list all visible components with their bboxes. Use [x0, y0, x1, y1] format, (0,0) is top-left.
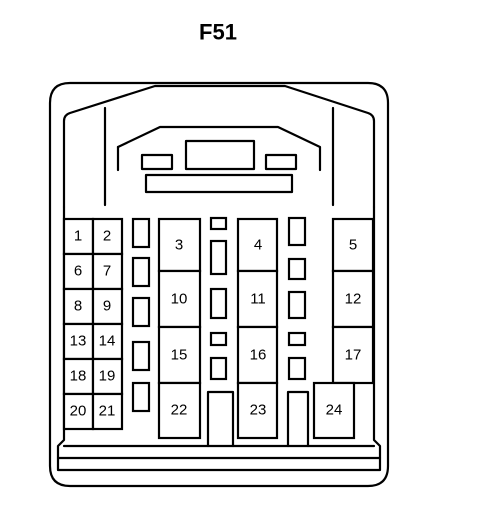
terminal-21	[91, 392, 124, 431]
terminal-label-3: 3	[175, 237, 183, 254]
empty-cavities	[131, 216, 307, 413]
terminal-label-5: 5	[349, 237, 357, 254]
terminal-labels: 1 2 3 4 5 6 7 8 9 10 11 12 13 14 15 16 1…	[70, 228, 362, 420]
terminal-label-15: 15	[171, 347, 188, 364]
terminal-12	[331, 269, 375, 329]
terminal-label-12: 12	[345, 291, 362, 308]
terminal-label-2: 2	[103, 228, 111, 245]
terminal-label-20: 20	[70, 403, 87, 420]
terminal-label-17: 17	[345, 347, 362, 364]
terminal-label-10: 10	[171, 291, 188, 308]
terminal-14	[91, 322, 124, 361]
terminal-label-16: 16	[250, 347, 267, 364]
terminal-label-1: 1	[74, 228, 82, 245]
connector-housing	[48, 81, 390, 488]
terminal-grid	[62, 217, 375, 440]
terminal-label-13: 13	[70, 333, 87, 350]
terminal-label-23: 23	[250, 402, 267, 419]
terminal-24	[312, 381, 356, 440]
terminal-label-19: 19	[99, 368, 116, 385]
terminal-18	[62, 357, 95, 396]
terminal-label-21: 21	[99, 403, 116, 420]
terminal-label-9: 9	[103, 298, 111, 315]
terminal-9	[91, 287, 124, 326]
terminal-label-24: 24	[326, 402, 343, 419]
terminal-label-6: 6	[74, 263, 82, 280]
terminal-label-22: 22	[171, 402, 188, 419]
terminal-label-4: 4	[254, 237, 262, 254]
terminal-5	[331, 217, 375, 273]
terminal-label-7: 7	[103, 263, 111, 280]
terminal-label-18: 18	[70, 368, 87, 385]
terminal-23	[236, 381, 279, 440]
terminal-label-8: 8	[74, 298, 82, 315]
connector-title: F51	[199, 20, 237, 45]
terminal-11	[236, 269, 279, 329]
terminal-label-14: 14	[99, 333, 116, 350]
terminal-22	[157, 381, 202, 440]
terminal-16	[236, 325, 279, 385]
terminal-label-11: 11	[250, 291, 266, 308]
